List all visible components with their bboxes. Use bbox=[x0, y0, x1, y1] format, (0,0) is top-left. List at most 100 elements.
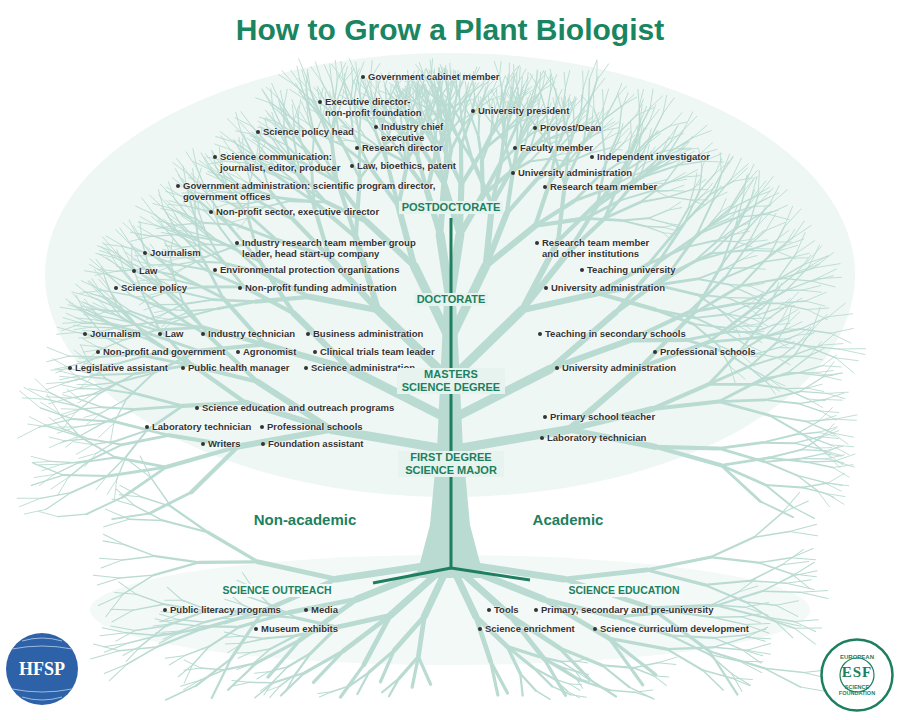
branch bbox=[762, 258, 789, 262]
branch bbox=[166, 191, 181, 195]
branch bbox=[308, 73, 311, 92]
branch bbox=[135, 406, 182, 410]
branch bbox=[191, 309, 218, 311]
branch bbox=[742, 256, 757, 260]
branch bbox=[34, 474, 54, 477]
branch bbox=[662, 137, 669, 151]
branch bbox=[795, 422, 818, 435]
branch bbox=[624, 131, 631, 143]
branch bbox=[835, 419, 856, 420]
branch bbox=[156, 225, 177, 229]
branch bbox=[143, 301, 160, 305]
branch bbox=[621, 218, 648, 220]
branch bbox=[605, 128, 619, 131]
branch bbox=[774, 324, 790, 325]
branch bbox=[674, 213, 694, 233]
branch bbox=[734, 231, 749, 234]
branch bbox=[47, 382, 68, 384]
branch bbox=[229, 173, 244, 181]
branch bbox=[79, 308, 98, 320]
branch bbox=[96, 374, 135, 375]
branch bbox=[556, 89, 562, 102]
branch bbox=[812, 281, 835, 287]
branch bbox=[833, 468, 849, 478]
branch bbox=[769, 450, 802, 458]
branch bbox=[754, 332, 775, 339]
branch bbox=[253, 134, 261, 147]
branch bbox=[775, 338, 791, 339]
branch bbox=[232, 218, 248, 222]
branch bbox=[133, 259, 151, 265]
branch bbox=[57, 332, 77, 334]
branch bbox=[777, 306, 795, 309]
branch bbox=[758, 207, 765, 225]
branch bbox=[58, 477, 69, 495]
branch bbox=[798, 373, 822, 376]
branch bbox=[76, 445, 93, 455]
branch bbox=[727, 193, 742, 215]
branch bbox=[694, 324, 718, 345]
branch bbox=[648, 210, 667, 218]
branch bbox=[671, 131, 683, 142]
branch bbox=[747, 306, 760, 317]
branch bbox=[816, 447, 831, 448]
branch bbox=[170, 310, 191, 311]
branch bbox=[256, 297, 310, 302]
branch bbox=[146, 315, 162, 320]
branch bbox=[83, 339, 97, 347]
branch bbox=[106, 236, 125, 247]
branch bbox=[731, 164, 748, 179]
branch bbox=[39, 464, 61, 466]
branch bbox=[822, 366, 841, 367]
branch bbox=[86, 497, 122, 514]
branch bbox=[655, 310, 694, 325]
branch bbox=[95, 271, 116, 275]
branch bbox=[775, 335, 796, 344]
branch bbox=[706, 219, 727, 228]
branch bbox=[177, 223, 203, 225]
branch bbox=[639, 167, 656, 179]
branch bbox=[769, 238, 792, 256]
branch bbox=[567, 153, 590, 163]
branch bbox=[727, 207, 753, 215]
branch bbox=[621, 220, 645, 226]
branch bbox=[798, 366, 822, 373]
branch bbox=[747, 261, 762, 267]
branch bbox=[139, 297, 152, 305]
branch bbox=[95, 382, 119, 385]
branch bbox=[41, 493, 72, 499]
branch bbox=[352, 67, 353, 84]
branch bbox=[777, 357, 793, 358]
branch bbox=[708, 383, 753, 386]
branch bbox=[765, 400, 799, 404]
branch bbox=[320, 102, 322, 121]
branch bbox=[760, 501, 793, 517]
branch bbox=[752, 187, 769, 198]
branch bbox=[429, 107, 430, 119]
branch bbox=[802, 487, 827, 493]
branch bbox=[166, 447, 238, 468]
branch bbox=[589, 60, 597, 79]
branch bbox=[46, 397, 69, 398]
branch bbox=[836, 358, 854, 373]
branch bbox=[41, 402, 60, 414]
branch bbox=[770, 379, 782, 388]
branch bbox=[135, 296, 153, 297]
branch bbox=[828, 483, 849, 486]
branch bbox=[753, 309, 776, 316]
branch bbox=[762, 435, 795, 443]
branch bbox=[324, 65, 331, 81]
branch bbox=[173, 311, 191, 319]
branch bbox=[763, 337, 805, 346]
branch bbox=[597, 64, 609, 80]
branch bbox=[207, 244, 237, 245]
branch bbox=[513, 73, 517, 85]
branch bbox=[97, 298, 108, 310]
branch bbox=[721, 465, 766, 485]
branch bbox=[76, 375, 94, 380]
branch bbox=[97, 320, 124, 326]
branch bbox=[694, 177, 702, 189]
branch bbox=[99, 423, 114, 437]
branch bbox=[24, 509, 45, 514]
branch bbox=[807, 310, 827, 320]
